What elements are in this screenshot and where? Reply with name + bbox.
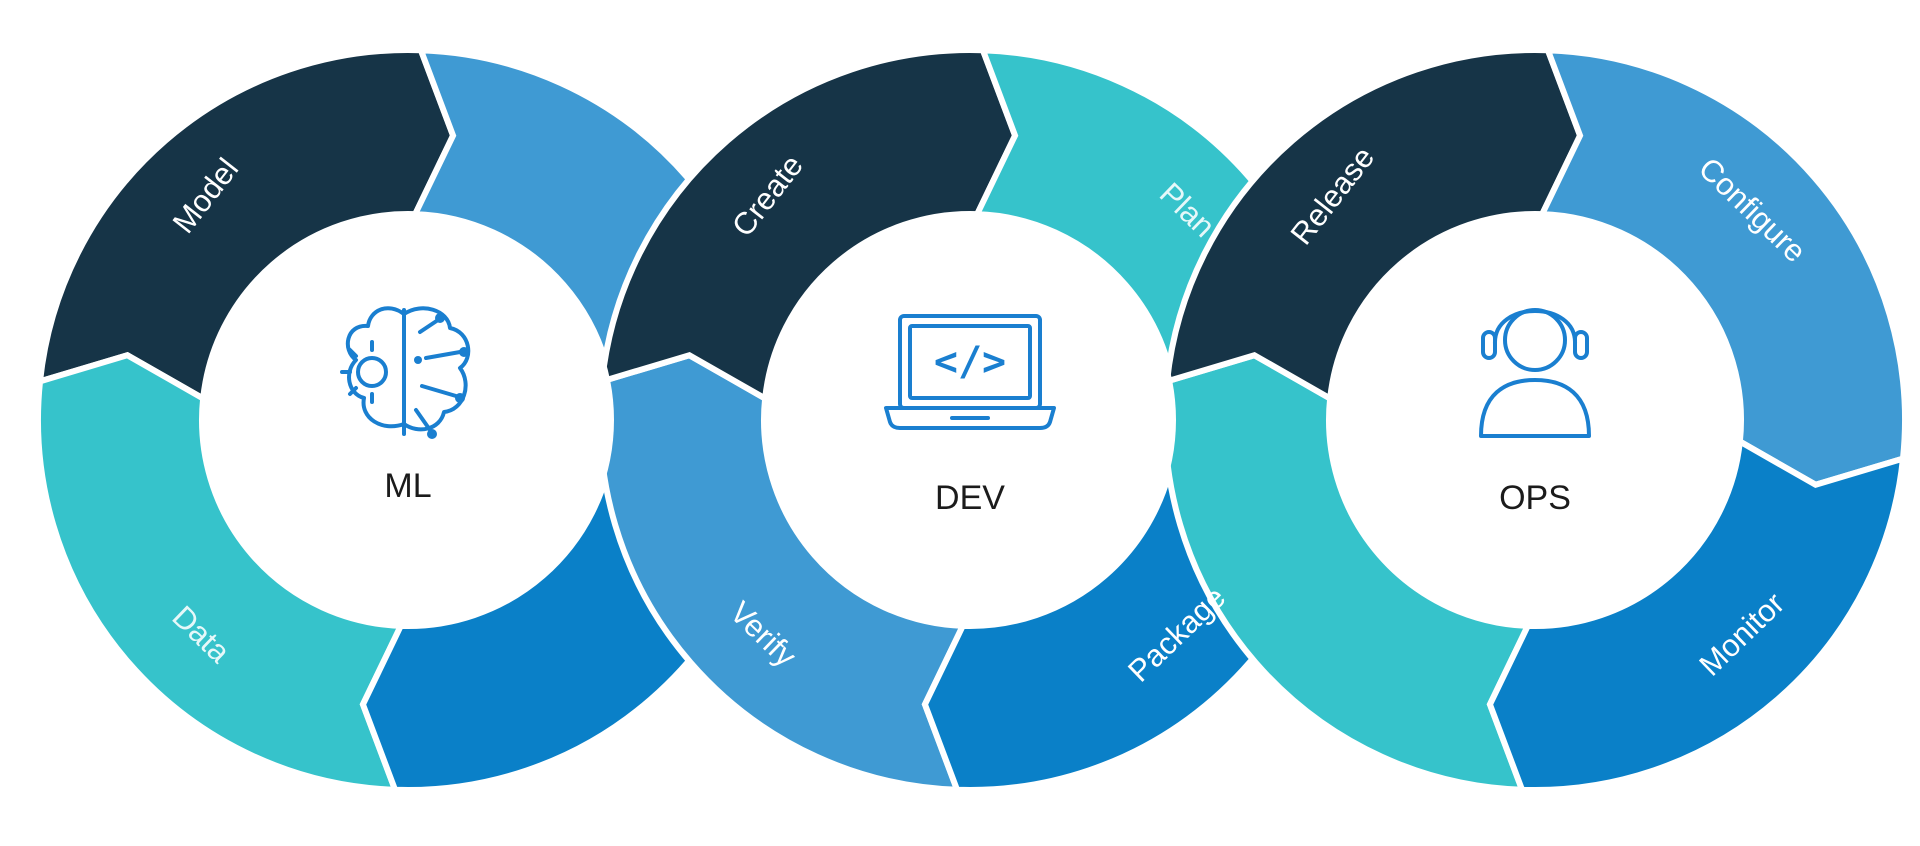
ops-label: OPS xyxy=(1499,479,1571,517)
headset-operator-icon xyxy=(1479,308,1591,438)
ml-center-disc xyxy=(202,214,614,626)
laptop-code-text: </> xyxy=(934,339,1006,385)
ml-label: ML xyxy=(384,467,431,505)
dev-label: DEV xyxy=(935,479,1005,517)
ops-center-disc xyxy=(1329,214,1741,626)
cycle-rings xyxy=(35,47,1908,793)
laptop-code-icon: </> xyxy=(884,314,1056,430)
brain-gear-icon xyxy=(340,306,471,439)
